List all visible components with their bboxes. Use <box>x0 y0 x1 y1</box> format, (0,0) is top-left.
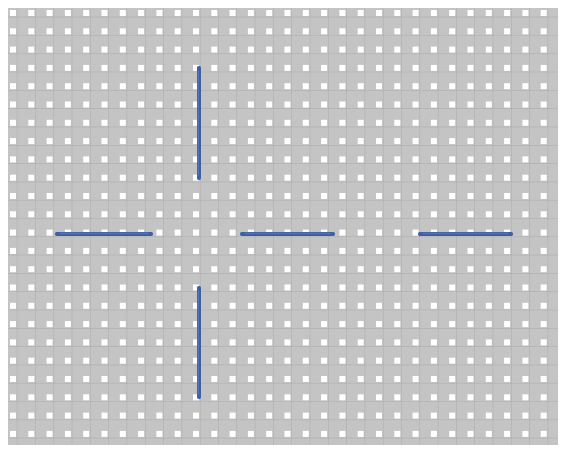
stitch-horizontal-left <box>57 233 151 234</box>
canvas-fabric <box>8 8 558 445</box>
stitch-vertical-top <box>198 68 199 178</box>
stitch-horizontal-center <box>242 233 333 234</box>
stitch-horizontal-right <box>420 233 511 234</box>
stitch-vertical-bottom <box>198 288 199 397</box>
